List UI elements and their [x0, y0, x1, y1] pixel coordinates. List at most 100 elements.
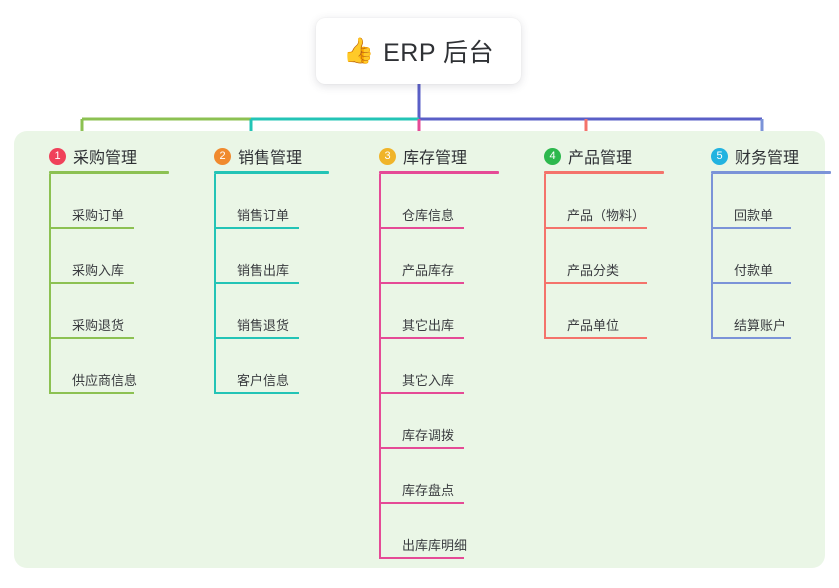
leaf-item[interactable]: 库存盘点	[379, 449, 499, 504]
leaf-item[interactable]: 产品单位	[544, 284, 664, 339]
leaf-underline	[711, 282, 791, 284]
branch-spine	[214, 174, 216, 394]
leaf-underline	[49, 337, 134, 339]
leaf-item[interactable]: 结算账户	[711, 284, 831, 339]
leaf-label: 产品库存	[402, 263, 455, 278]
leaf-label: 回款单	[734, 208, 774, 223]
leaf-list: 销售订单销售出库销售退货客户信息	[214, 174, 329, 394]
leaf-item[interactable]: 采购入库	[49, 229, 169, 284]
leaf-label: 产品分类	[567, 263, 620, 278]
leaf-item[interactable]: 采购订单	[49, 174, 169, 229]
leaf-label: 销售订单	[237, 208, 290, 223]
leaf-label: 采购订单	[72, 208, 125, 223]
leaf-item[interactable]: 产品分类	[544, 229, 664, 284]
leaf-item[interactable]: 其它入库	[379, 339, 499, 394]
leaf-underline	[544, 337, 647, 339]
leaf-underline	[379, 227, 464, 229]
leaf-item[interactable]: 回款单	[711, 174, 831, 229]
leaf-label: 销售出库	[237, 263, 290, 278]
leaf-item[interactable]: 其它出库	[379, 284, 499, 339]
branch-header[interactable]: 1 采购管理	[25, 141, 169, 171]
branch-column: 2 销售管理销售订单销售出库销售退货客户信息	[190, 141, 329, 394]
leaf-underline	[379, 282, 464, 284]
branch-header[interactable]: 5 财务管理	[687, 141, 831, 171]
leaf-item[interactable]: 仓库信息	[379, 174, 499, 229]
leaf-underline	[214, 392, 299, 394]
branch-title: 销售管理	[238, 150, 303, 167]
branch-underline	[49, 171, 169, 174]
thumbs-up-icon: 👍	[342, 36, 375, 65]
leaf-underline	[49, 282, 134, 284]
leaf-label: 出库库明细	[402, 538, 468, 553]
root-title: ERP 后台	[383, 39, 495, 67]
branch-title: 产品管理	[568, 150, 633, 167]
leaf-label: 供应商信息	[72, 373, 138, 388]
leaf-label: 销售退货	[237, 318, 290, 333]
leaf-label: 仓库信息	[402, 208, 455, 223]
branch-spine	[711, 174, 713, 339]
branch-spine	[49, 174, 51, 394]
branch-title: 财务管理	[735, 150, 800, 167]
leaf-item[interactable]: 供应商信息	[49, 339, 169, 394]
leaf-label: 付款单	[734, 263, 774, 278]
leaf-item[interactable]: 销售订单	[214, 174, 329, 229]
leaf-item[interactable]: 出库库明细	[379, 504, 499, 559]
leaf-list: 产品（物料） 产品分类产品单位	[544, 174, 664, 339]
branch-underline	[379, 171, 499, 174]
branches-panel: 1 采购管理采购订单采购入库采购退货供应商信息 2 销售管理销售订单销售出库销售退货客…	[14, 131, 831, 568]
leaf-label: 产品（物料）	[567, 208, 646, 223]
leaf-underline	[379, 502, 464, 504]
leaf-label: 其它出库	[402, 318, 455, 333]
leaf-item[interactable]: 付款单	[711, 229, 831, 284]
branch-spine	[544, 174, 546, 339]
leaf-list: 仓库信息产品库存其它出库其它入库库存调拨库存盘点出库库明细	[379, 174, 499, 559]
branch-underline	[214, 171, 329, 174]
leaf-item[interactable]: 客户信息	[214, 339, 329, 394]
branch-header[interactable]: 4 产品管理	[520, 141, 664, 171]
branch-column: 5 财务管理回款单付款单结算账户	[687, 141, 831, 339]
branch-title: 库存管理	[403, 150, 468, 167]
leaf-label: 库存盘点	[402, 483, 455, 498]
leaf-underline	[379, 392, 464, 394]
branch-underline	[711, 171, 831, 174]
leaf-underline	[214, 282, 299, 284]
leaf-label: 客户信息	[237, 373, 290, 388]
leaf-list: 回款单付款单结算账户	[711, 174, 831, 339]
leaf-label: 产品单位	[567, 318, 620, 333]
branch-column: 1 采购管理采购订单采购入库采购退货供应商信息	[25, 141, 169, 394]
branch-column: 4 产品管理产品（物料） 产品分类产品单位	[520, 141, 664, 339]
leaf-underline	[379, 557, 464, 559]
leaf-underline	[711, 227, 791, 229]
leaf-underline	[711, 337, 791, 339]
branch-index-badge: 4	[544, 147, 561, 165]
branch-title: 采购管理	[73, 150, 138, 167]
leaf-list: 采购订单采购入库采购退货供应商信息	[49, 174, 169, 394]
leaf-item[interactable]: 销售退货	[214, 284, 329, 339]
leaf-label: 采购入库	[72, 263, 125, 278]
leaf-underline	[214, 227, 299, 229]
leaf-label: 结算账户	[734, 318, 787, 333]
leaf-underline	[379, 337, 464, 339]
leaf-label: 采购退货	[72, 318, 125, 333]
leaf-underline	[544, 227, 647, 229]
leaf-item[interactable]: 产品库存	[379, 229, 499, 284]
leaf-item[interactable]: 采购退货	[49, 284, 169, 339]
leaf-label: 库存调拨	[402, 428, 455, 443]
branch-header[interactable]: 2 销售管理	[190, 141, 329, 171]
root-node[interactable]: 👍 ERP 后台	[316, 18, 521, 84]
branch-index-badge: 2	[214, 147, 231, 165]
branch-spine	[379, 174, 381, 559]
leaf-underline	[49, 227, 134, 229]
leaf-item[interactable]: 销售出库	[214, 229, 329, 284]
branch-index-badge: 5	[711, 147, 728, 165]
leaf-item[interactable]: 产品（物料）	[544, 174, 664, 229]
leaf-label: 其它入库	[402, 373, 455, 388]
leaf-underline	[379, 447, 464, 449]
leaf-item[interactable]: 库存调拨	[379, 394, 499, 449]
leaf-underline	[544, 282, 647, 284]
leaf-underline	[214, 337, 299, 339]
branch-index-badge: 1	[49, 147, 66, 165]
